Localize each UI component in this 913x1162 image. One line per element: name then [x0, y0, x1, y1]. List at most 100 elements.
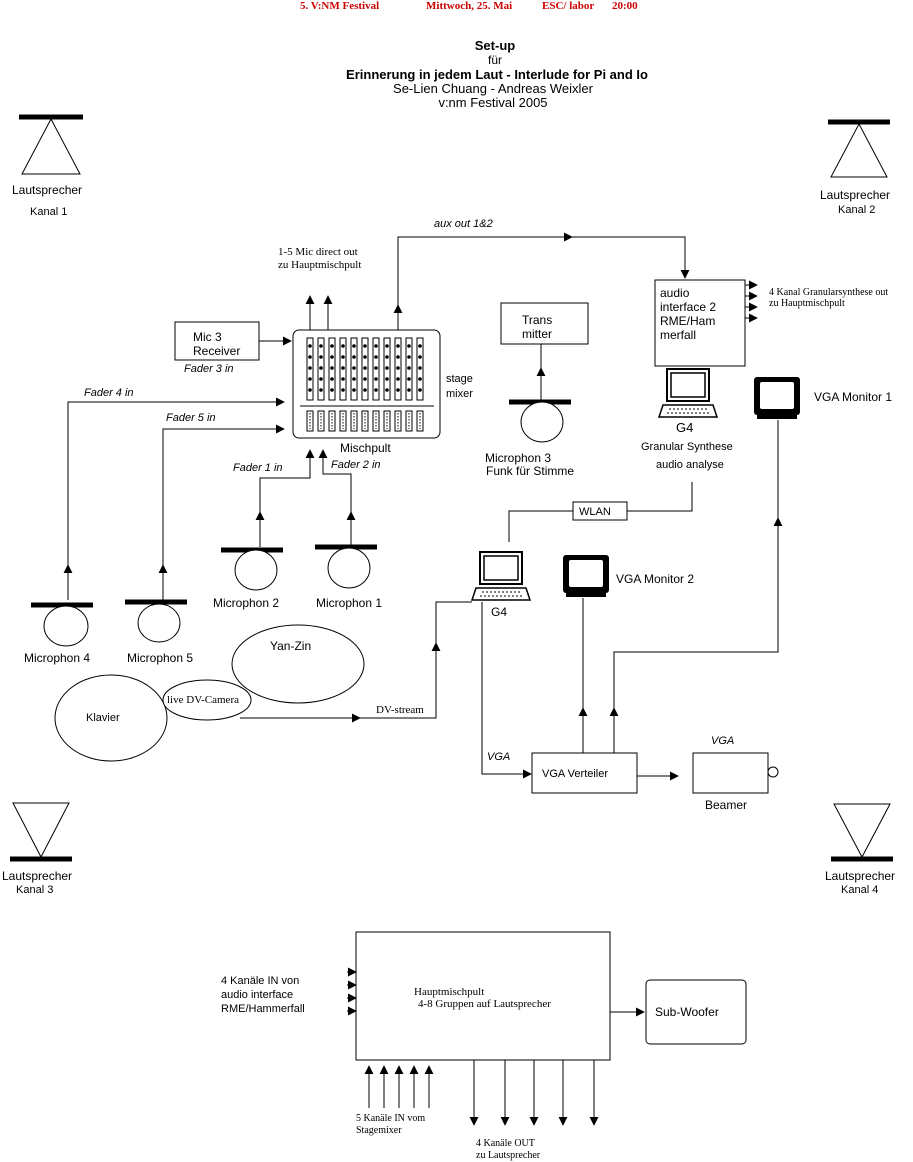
beamer-lens-icon — [767, 766, 779, 778]
g4-video-label: G4 — [491, 605, 507, 619]
speaker-channel: Kanal 4 — [841, 884, 878, 896]
main-mixer-sub: 4-8 Gruppen auf Lautsprecher — [418, 998, 551, 1010]
channel-knob — [363, 377, 367, 381]
channel-knob — [385, 355, 389, 359]
mixer-mixer-label: mixer — [446, 388, 473, 400]
header-festival: 5. V:NM Festival — [300, 0, 379, 12]
channel-knob — [319, 355, 323, 359]
channel-fader — [317, 410, 325, 432]
camera-label: live DV-Camera — [167, 694, 239, 706]
loudspeaker-kanal-3: Lautsprecher Kanal 3 — [2, 802, 72, 896]
channel-knob — [308, 355, 312, 359]
wlan-box — [572, 501, 628, 521]
speaker-channel: Kanal 3 — [16, 884, 53, 896]
channel-knob — [352, 388, 356, 392]
mixer-label: Mischpult — [340, 441, 391, 455]
monitor-icon — [754, 377, 800, 419]
main-out-line1: 4 Kanäle OUT — [476, 1138, 535, 1149]
channel-knob — [341, 366, 345, 370]
microphone-2: Microphon 2 — [213, 547, 283, 610]
channel-fader — [383, 410, 391, 432]
channel-knob — [407, 344, 411, 348]
camera-ellipse — [162, 679, 252, 721]
stage-performers: Yan-Zin Klavier live DV-Camera — [54, 624, 365, 762]
channel-knob — [352, 377, 356, 381]
receiver-line2: Receiver — [193, 344, 240, 358]
direct-out-arrows: 1-5 Mic direct out zu Hauptmischpult — [278, 246, 361, 330]
transmitter-line1: Trans — [522, 313, 552, 327]
fader3-label: Fader 3 in — [184, 363, 234, 375]
microphone-4: Microphon 4 — [24, 602, 93, 665]
laptop-icon — [658, 368, 718, 418]
channel-fader — [372, 410, 380, 432]
receiver-box — [174, 321, 260, 361]
channel-knob — [330, 366, 334, 370]
channel-knob — [352, 355, 356, 359]
main-stage-in-line1: 5 Kanäle IN vom — [356, 1113, 425, 1124]
channel-knob — [374, 355, 378, 359]
channel-knob — [363, 355, 367, 359]
yanzin-label: Yan-Zin — [270, 639, 311, 653]
microphone-3: Trans mitter Microphon 3 Funk für Stimme — [485, 302, 589, 478]
channel-fader — [306, 410, 314, 432]
header-time: 20:00 — [612, 0, 638, 12]
channel-knob — [363, 366, 367, 370]
receiver-line1: Mic 3 — [193, 330, 222, 344]
g4-desc1: Granular Synthese — [641, 441, 733, 453]
mic-head — [137, 603, 181, 643]
title-piece: Erinnerung in jedem Laut - Interlude for… — [346, 67, 648, 82]
channel-knob — [363, 388, 367, 392]
yanzin-ellipse — [231, 624, 365, 704]
transmitter-line2: mitter — [522, 327, 552, 341]
channel-knob — [341, 377, 345, 381]
channel-knob — [319, 366, 323, 370]
vga-splitter-label: VGA Verteiler — [542, 768, 608, 780]
channel-knob — [385, 388, 389, 392]
ai-out-sublabel: zu Hauptmischpult — [769, 298, 845, 309]
fader4-label: Fader 4 in — [84, 387, 134, 399]
vga-in-label: VGA — [487, 751, 510, 763]
main-in-line1: 4 Kanäle IN von — [221, 975, 299, 987]
channel-knob — [407, 388, 411, 392]
channel-knob — [374, 344, 378, 348]
mic-head — [234, 549, 278, 591]
klavier-ellipse — [54, 674, 168, 762]
channel-knob — [396, 366, 400, 370]
microphone-1: Microphon 1 — [315, 544, 382, 610]
channel-knob — [352, 344, 356, 348]
beamer-vga-label: VGA — [711, 735, 734, 747]
channel-knob — [308, 366, 312, 370]
channel-knob — [330, 388, 334, 392]
fader5-label: Fader 5 in — [166, 412, 216, 424]
title-setup: Set-up — [475, 38, 516, 53]
vga-chain: VGA VGA Verteiler VGA Beamer — [481, 602, 779, 812]
channel-knob — [308, 377, 312, 381]
channel-knob — [418, 355, 422, 359]
channel-knob — [418, 388, 422, 392]
channel-fader — [405, 410, 413, 432]
channel-knob — [418, 366, 422, 370]
klavier-label: Klavier — [86, 712, 120, 724]
g4-label: G4 — [676, 420, 693, 435]
loudspeaker-kanal-1: Lautsprecher Kanal 1 — [12, 114, 83, 218]
channel-knob — [396, 377, 400, 381]
mixer-channel-strips — [300, 337, 434, 432]
channel-knob — [363, 344, 367, 348]
g4-desc2: audio analyse — [656, 459, 724, 471]
speaker-channel: Kanal 1 — [30, 206, 67, 218]
ai-line2: interface 2 — [660, 300, 716, 314]
fader2-label: Fader 2 in — [331, 459, 381, 471]
speaker-label: Lautsprecher — [820, 188, 890, 202]
channel-knob — [374, 377, 378, 381]
channel-knob — [374, 388, 378, 392]
g4-granular-computer: G4 Granular Synthese audio analyse — [641, 368, 733, 471]
microphone-5: Microphon 5 — [125, 599, 193, 665]
aux-out-connection: aux out 1&2 — [393, 218, 690, 330]
vga-monitor-2-label: VGA Monitor 2 — [616, 572, 694, 586]
channel-fader — [361, 410, 369, 432]
mic3-receiver: Mic 3 Receiver Fader 3 in — [174, 321, 292, 375]
channel-knob — [418, 344, 422, 348]
g4-video-computer: G4 — [471, 551, 531, 619]
audio-interface: audio interface 2 RME/Ham merfall 4 Kana… — [654, 279, 888, 367]
